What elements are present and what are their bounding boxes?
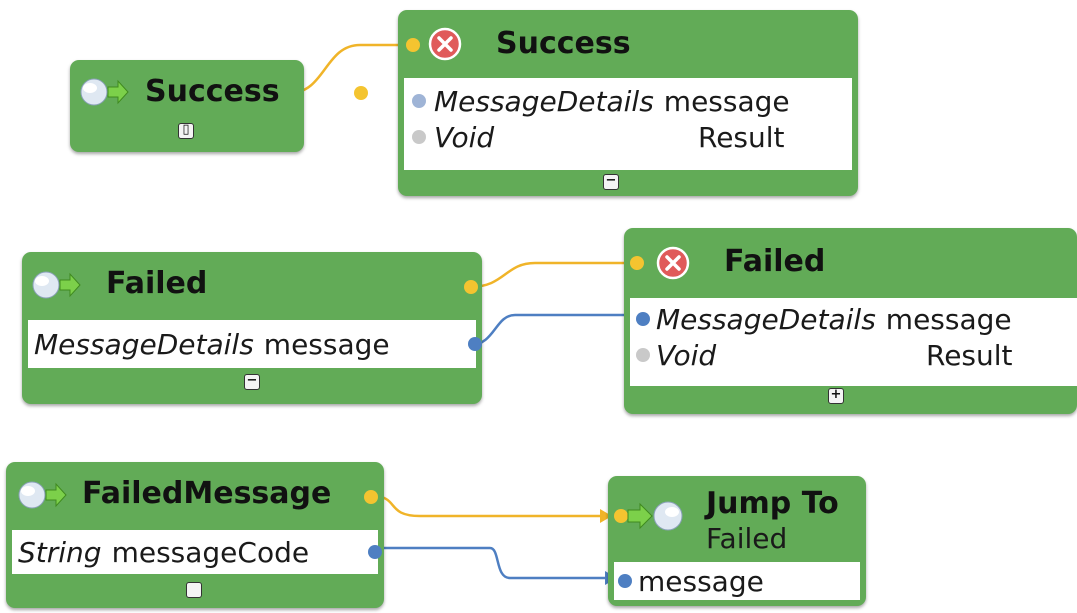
- node-title: Jump To: [706, 486, 839, 521]
- parameter-type: String: [18, 535, 102, 569]
- parameter-name: message: [885, 302, 1012, 336]
- node-title: Success: [496, 26, 631, 61]
- data-wire-messagecode: [370, 546, 605, 580]
- jump-to-icon: [627, 501, 683, 531]
- parameter-row[interactable]: MessageDetails message: [404, 84, 852, 118]
- parameter-output-port[interactable]: [368, 545, 382, 559]
- event-start-icon: [80, 78, 129, 106]
- success-event-node[interactable]: Success ▯: [70, 60, 368, 152]
- collapse-toggle[interactable]: −: [244, 374, 260, 390]
- parameter-output-port[interactable]: [468, 337, 482, 351]
- failedmessage-event-node[interactable]: FailedMessage String messageCode: [6, 462, 384, 608]
- parameter-type: MessageDetails: [656, 302, 876, 336]
- parameter-type: Void: [656, 338, 717, 372]
- parameter-type: Void: [434, 120, 495, 154]
- expand-toggle[interactable]: [186, 582, 202, 598]
- parameter-list: message: [614, 562, 860, 600]
- parameter-list: MessageDetails message Void Result: [404, 78, 852, 170]
- node-title: Failed: [106, 266, 208, 301]
- flow-output-port[interactable]: [464, 280, 478, 294]
- event-start-icon: [32, 271, 81, 299]
- error-end-icon: [428, 27, 462, 61]
- collapse-toggle[interactable]: −: [603, 174, 619, 190]
- parameter-row[interactable]: MessageDetails message: [630, 302, 1077, 336]
- flow-input-port[interactable]: [630, 256, 644, 270]
- parameter-name: message: [663, 84, 790, 118]
- flow-wire-failedmessage: [371, 494, 600, 518]
- expand-toggle[interactable]: ▯: [178, 123, 194, 139]
- event-start-icon: [18, 481, 67, 509]
- flow-input-port[interactable]: [406, 38, 420, 52]
- jump-target-label: Failed: [706, 522, 788, 555]
- failed-end-node[interactable]: Failed MessageDetails message Void Resul…: [624, 228, 1077, 414]
- parameter-input-port[interactable]: [636, 348, 650, 362]
- success-end-node[interactable]: Success MessageDetails message Void Resu…: [398, 10, 858, 196]
- parameter-row[interactable]: message: [614, 564, 860, 598]
- node-title: FailedMessage: [82, 476, 332, 511]
- parameter-input-port[interactable]: [412, 130, 426, 144]
- expand-toggle[interactable]: +: [828, 388, 844, 404]
- parameter-row[interactable]: MessageDetails message: [28, 327, 482, 361]
- parameter-list: MessageDetails message: [28, 320, 482, 368]
- parameter-row[interactable]: Void Result: [630, 338, 1077, 372]
- jump-to-node[interactable]: Jump To Failed message: [608, 476, 866, 606]
- node-title: Success: [145, 74, 280, 109]
- parameter-name: Result: [698, 120, 785, 154]
- parameter-list: String messageCode: [12, 530, 382, 574]
- parameter-input-port[interactable]: [636, 312, 650, 326]
- parameter-name: Result: [926, 338, 1013, 372]
- parameter-list: MessageDetails message Void Result: [630, 298, 1077, 386]
- failed-event-node[interactable]: Failed MessageDetails message −: [22, 252, 482, 404]
- parameter-row[interactable]: Void Result: [404, 120, 852, 154]
- flow-wire-success: [289, 43, 398, 95]
- parameter-input-port[interactable]: [618, 574, 632, 588]
- parameter-name: message: [263, 327, 390, 361]
- parameter-type: MessageDetails: [34, 327, 254, 361]
- data-wire-failed-message: [469, 313, 626, 347]
- parameter-name: messageCode: [111, 535, 310, 569]
- flow-wire-failed: [469, 261, 626, 289]
- error-end-icon: [656, 246, 690, 280]
- parameter-row[interactable]: String messageCode: [12, 535, 382, 569]
- flow-input-port[interactable]: [614, 509, 628, 523]
- flow-arrow-jump: [600, 509, 612, 523]
- node-title: Failed: [724, 244, 826, 279]
- flow-output-port[interactable]: [354, 86, 368, 100]
- parameter-type: MessageDetails: [434, 84, 654, 118]
- parameter-name: message: [638, 564, 764, 598]
- flow-output-port[interactable]: [364, 490, 378, 504]
- parameter-input-port[interactable]: [412, 94, 426, 108]
